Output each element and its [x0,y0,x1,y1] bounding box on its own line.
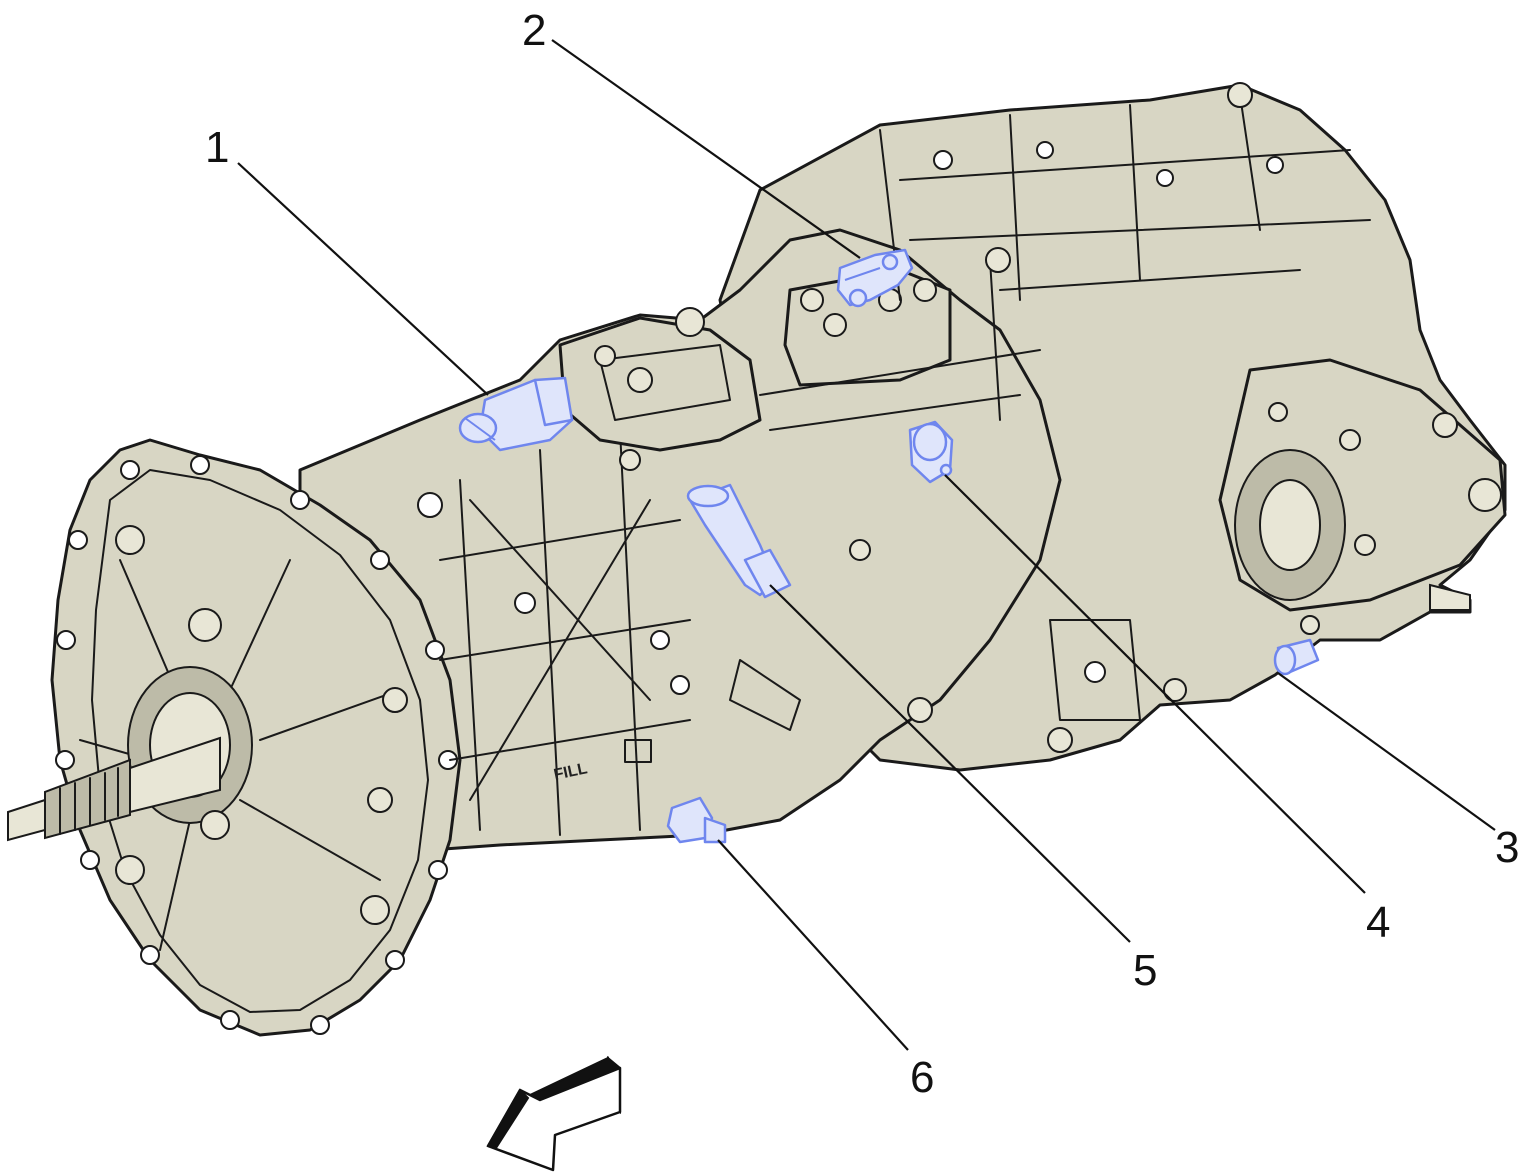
leader-5 [769,584,1131,943]
leader-1 [237,162,489,396]
callout-6: 6 [910,1053,934,1102]
lower-case-details [624,539,1187,763]
part-3-rear-sensor [1273,638,1320,676]
part-4-side-sensor [908,420,954,484]
callout-4: 4 [1366,898,1390,947]
output-section [1218,358,1507,635]
leader-6 [717,839,909,1051]
main-case [298,228,1062,852]
fill-plug-mark: FILL [552,760,589,784]
leader-lines [237,39,1496,1051]
transmission-assembly: FILL [7,82,1507,1037]
input-shaft [7,736,221,842]
part-6-plug [666,796,727,844]
shift-tower [558,307,762,471]
part-2-top-sensor [836,248,914,308]
leader-3 [1277,672,1496,831]
bell-flange-holes [55,455,458,1035]
callout-labels: 1 2 3 4 5 6 [205,6,1519,1102]
top-cover [759,259,1041,431]
main-case-ribs [417,429,691,836]
front-direction-arrow-icon [486,1055,622,1172]
part-5-speed-sensor [686,483,792,599]
part-1-reverse-lamp-switch [458,376,574,452]
callout-3: 3 [1495,823,1519,872]
callout-2: 2 [522,6,546,55]
leader-4 [944,474,1366,894]
rear-housing-ribs [879,82,1371,301]
leader-2 [551,39,861,259]
callout-5: 5 [1133,946,1157,995]
callout-1: 1 [205,123,229,172]
